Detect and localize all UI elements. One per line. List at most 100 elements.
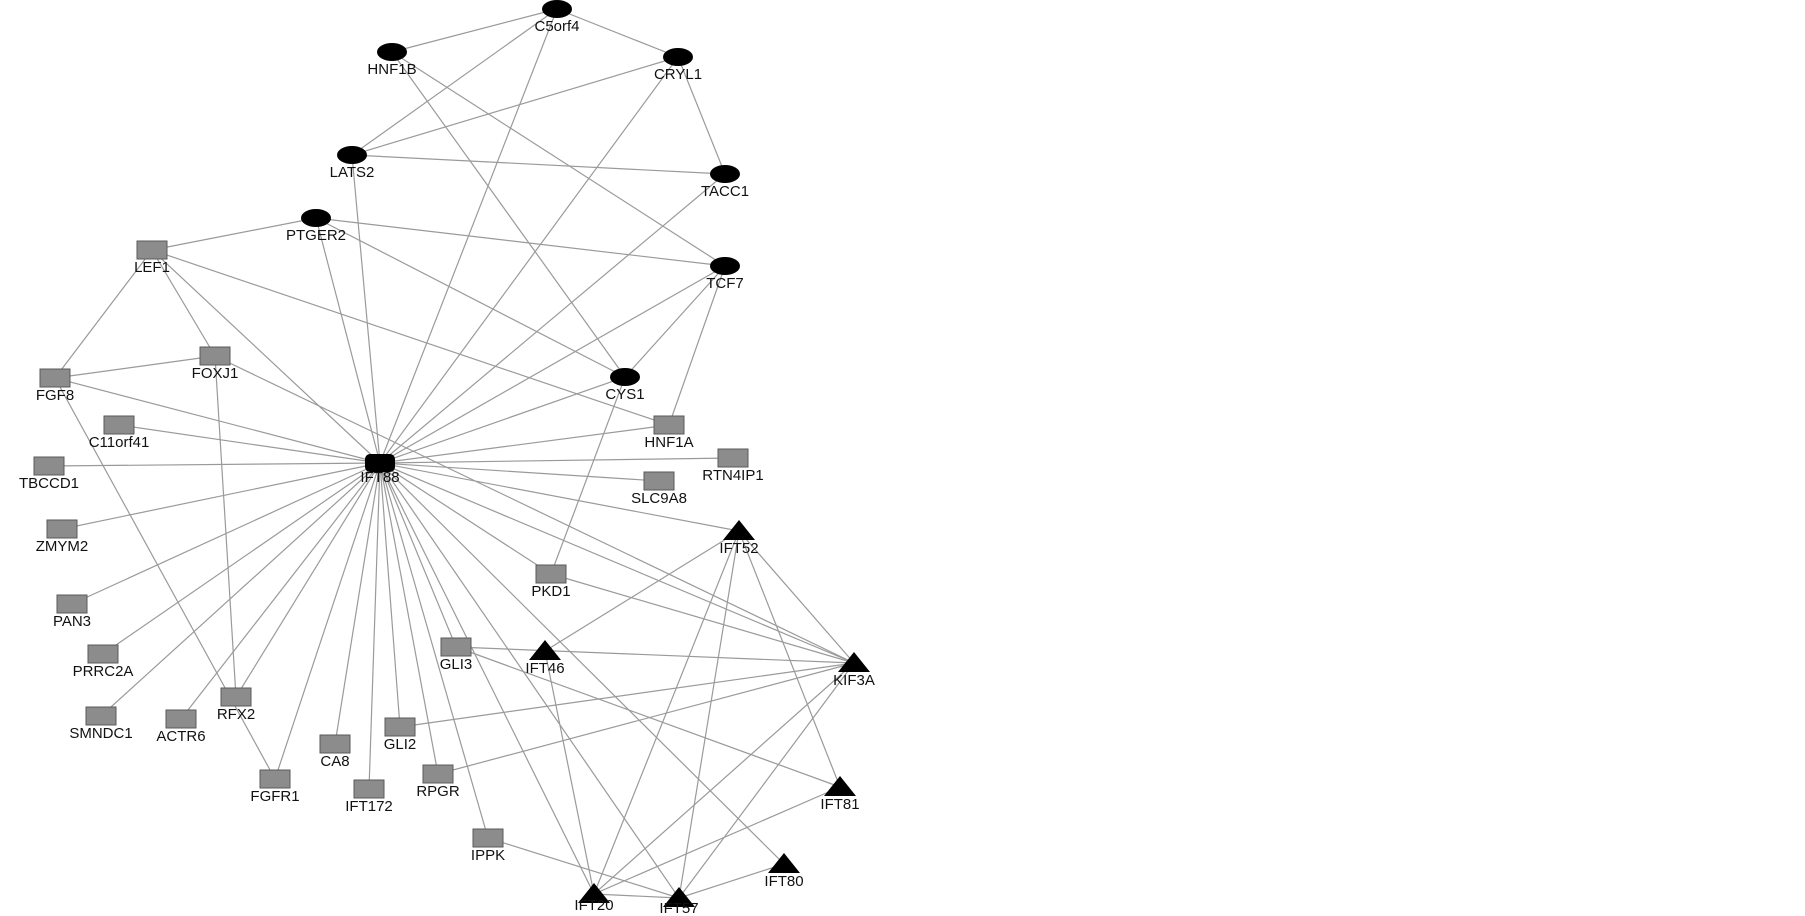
node-shape-rect xyxy=(87,644,119,664)
node-shape-triangle xyxy=(824,776,856,796)
edge-LEF1-IFT88 xyxy=(151,249,381,464)
node-LEF1[interactable]: LEF1 xyxy=(134,240,170,276)
edge-IFT20-IFT88 xyxy=(379,462,595,895)
node-PTGER2[interactable]: PTGER2 xyxy=(286,209,346,244)
edge-CRYL1-IFT88 xyxy=(379,56,679,464)
edge-TCF7-IFT88 xyxy=(379,265,726,464)
edge-HNF1B-CYS1 xyxy=(391,51,626,378)
edge-IFT80-IFT88 xyxy=(379,462,785,865)
node-PAN3[interactable]: PAN3 xyxy=(53,594,91,630)
node-label: TACC1 xyxy=(701,183,749,200)
node-RFX2[interactable]: RFX2 xyxy=(217,687,255,723)
node-TBCCD1[interactable]: TBCCD1 xyxy=(19,456,79,492)
edge-GLI2-KIF3A xyxy=(399,662,855,728)
node-IFT88[interactable]: IFT88 xyxy=(360,454,400,486)
node-shape-rect xyxy=(46,519,78,539)
edge-IFT52-IFT57 xyxy=(678,530,740,899)
edge-PRRC2A-IFT88 xyxy=(102,462,381,655)
edge-RTN4IP1-IFT88 xyxy=(379,457,734,464)
node-FGF8[interactable]: FGF8 xyxy=(36,368,74,404)
edge-TBCCD1-IFT88 xyxy=(48,462,381,467)
edge-FOXJ1-KIF3A xyxy=(214,355,855,664)
edge-GLI3-IFT88 xyxy=(379,462,457,648)
node-label: PKD1 xyxy=(531,583,570,600)
node-shape-triangle xyxy=(578,883,610,903)
node-C11orf41[interactable]: C11orf41 xyxy=(89,415,150,451)
edge-CYS1-PKD1 xyxy=(550,376,626,575)
node-RTN4IP1[interactable]: RTN4IP1 xyxy=(702,448,764,484)
node-IFT52[interactable]: IFT52 xyxy=(719,520,759,557)
node-TACC1[interactable]: TACC1 xyxy=(701,165,749,200)
node-shape-triangle xyxy=(663,887,695,907)
node-shape-oval xyxy=(710,165,740,183)
edge-PKD1-KIF3A xyxy=(550,573,855,664)
node-label: SMNDC1 xyxy=(69,725,132,742)
node-TCF7[interactable]: TCF7 xyxy=(706,257,744,292)
node-label: FGFR1 xyxy=(250,788,299,805)
node-CYS1[interactable]: CYS1 xyxy=(605,368,645,403)
node-label: IFT81 xyxy=(820,796,859,813)
node-HNF1B[interactable]: HNF1B xyxy=(367,43,417,78)
node-shape-triangle xyxy=(529,640,561,660)
node-IFT80[interactable]: IFT80 xyxy=(764,853,804,890)
node-label: PRRC2A xyxy=(73,663,134,680)
node-shape-rect xyxy=(653,415,685,435)
node-IFT46[interactable]: IFT46 xyxy=(525,640,565,677)
edge-HNF1B-TCF7 xyxy=(391,51,726,267)
node-shape-rect xyxy=(85,706,117,726)
node-GLI3[interactable]: GLI3 xyxy=(440,637,473,673)
node-ACTR6[interactable]: ACTR6 xyxy=(156,709,206,745)
node-label: FGF8 xyxy=(36,387,74,404)
node-label: IFT52 xyxy=(719,540,758,557)
node-GLI2[interactable]: GLI2 xyxy=(384,717,417,753)
node-IPPK[interactable]: IPPK xyxy=(471,828,505,864)
node-PKD1[interactable]: PKD1 xyxy=(531,564,571,600)
node-LATS2[interactable]: LATS2 xyxy=(330,146,375,181)
edge-CRYL1-TACC1 xyxy=(677,56,726,175)
node-label: GLI2 xyxy=(384,736,417,753)
node-KIF3A[interactable]: KIF3A xyxy=(833,652,875,689)
edge-FOXJ1-FGF8 xyxy=(54,355,216,379)
edge-LATS2-IFT88 xyxy=(351,154,381,464)
node-C5orf4[interactable]: C5orf4 xyxy=(534,0,580,35)
node-RPGR[interactable]: RPGR xyxy=(416,764,460,800)
node-CA8[interactable]: CA8 xyxy=(319,734,351,770)
node-label: HNF1A xyxy=(644,434,693,451)
node-IFT57[interactable]: IFT57 xyxy=(659,887,699,916)
node-shape-oval xyxy=(663,48,693,66)
node-IFT81[interactable]: IFT81 xyxy=(820,776,860,813)
node-label: C5orf4 xyxy=(534,18,579,35)
node-ZMYM2[interactable]: ZMYM2 xyxy=(36,519,89,555)
edge-IFT46-IFT20 xyxy=(544,650,595,895)
node-CRYL1[interactable]: CRYL1 xyxy=(654,48,702,83)
node-shape-rect xyxy=(199,346,231,366)
node-label: TBCCD1 xyxy=(19,475,79,492)
edges-layer xyxy=(48,8,855,899)
edge-C5orf4-CRYL1 xyxy=(556,8,679,58)
node-PRRC2A[interactable]: PRRC2A xyxy=(73,644,134,680)
node-HNF1A[interactable]: HNF1A xyxy=(644,415,694,451)
node-label: CYS1 xyxy=(605,386,644,403)
edge-IFT52-IFT81 xyxy=(738,530,841,788)
node-shape-hub xyxy=(365,454,395,472)
node-shape-rect xyxy=(136,240,168,260)
node-label: CRYL1 xyxy=(654,66,702,83)
node-shape-rect xyxy=(259,769,291,789)
node-SMNDC1[interactable]: SMNDC1 xyxy=(69,706,133,742)
edge-IPPK-IFT57 xyxy=(487,837,680,899)
node-label: GLI3 xyxy=(440,656,473,673)
node-IFT20[interactable]: IFT20 xyxy=(574,883,614,914)
edge-IFT52-IFT88 xyxy=(379,462,740,532)
edge-LATS2-TACC1 xyxy=(351,154,726,175)
edge-KIF3A-IFT88 xyxy=(379,462,855,664)
node-shape-oval xyxy=(610,368,640,386)
node-label: LEF1 xyxy=(134,259,170,276)
node-SLC9A8[interactable]: SLC9A8 xyxy=(631,471,687,507)
node-FOXJ1[interactable]: FOXJ1 xyxy=(192,346,239,382)
node-shape-oval xyxy=(542,0,572,18)
node-label: IPPK xyxy=(471,847,505,864)
node-IFT172[interactable]: IFT172 xyxy=(345,779,393,815)
edge-FGF8-IFT88 xyxy=(54,377,381,464)
node-FGFR1[interactable]: FGFR1 xyxy=(250,769,300,805)
